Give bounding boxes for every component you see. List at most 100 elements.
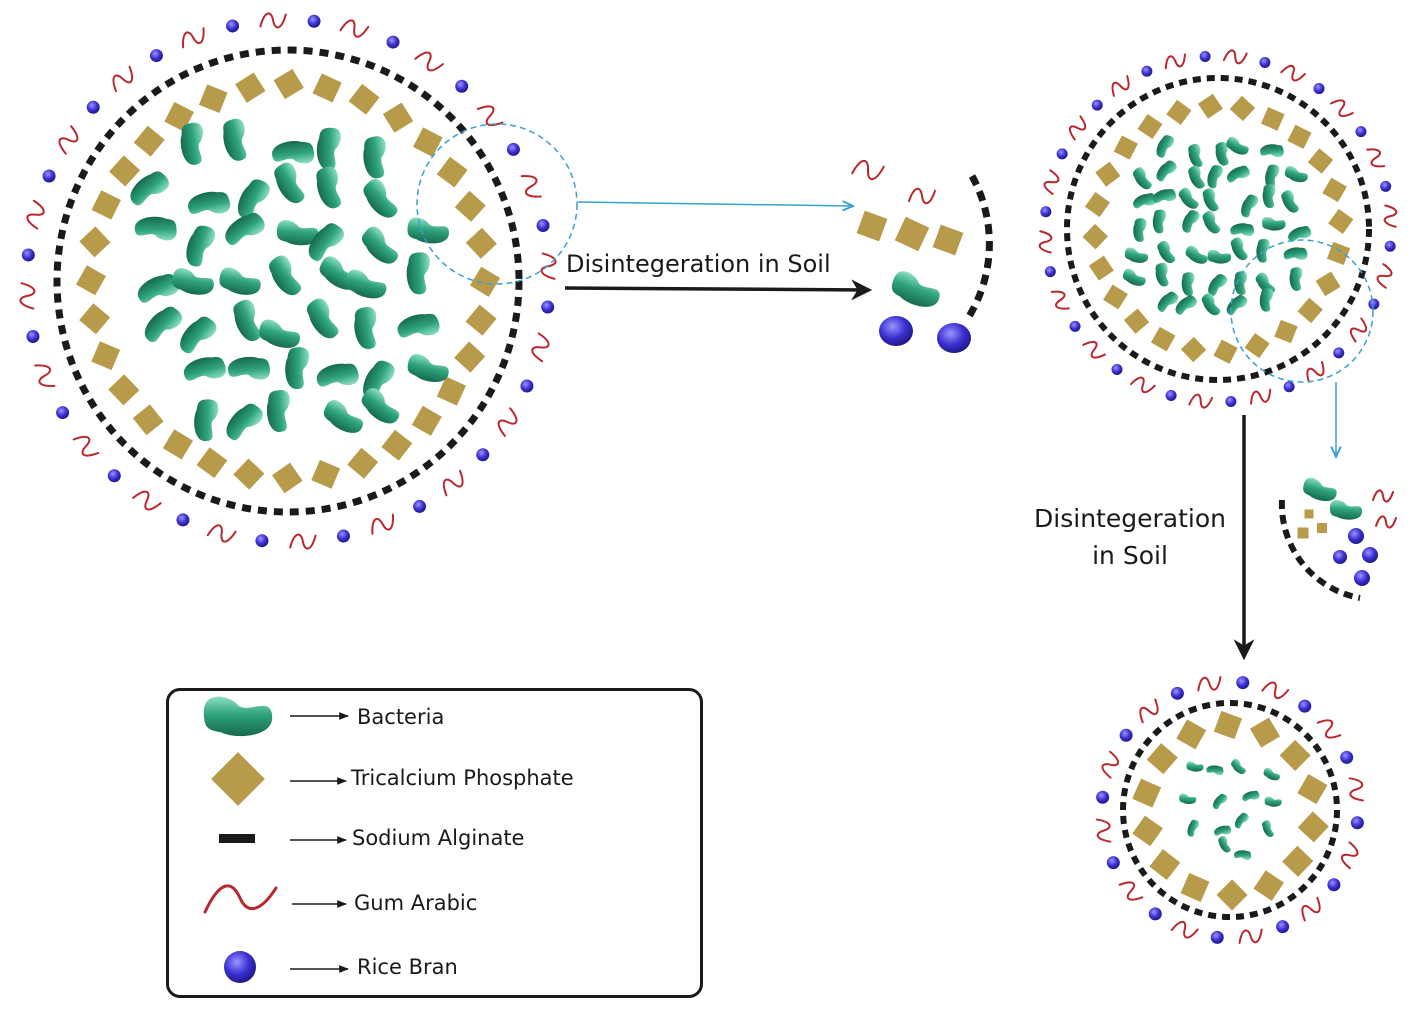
bacteria-icon bbox=[363, 136, 386, 179]
bacteria-icon bbox=[134, 216, 177, 241]
diamond-icon bbox=[1213, 710, 1243, 740]
wave-icon bbox=[1301, 896, 1321, 922]
sphere-icon bbox=[1096, 790, 1110, 804]
bacteria-icon bbox=[1218, 836, 1231, 853]
sphere-icon bbox=[536, 219, 550, 233]
bacteria-icon bbox=[1207, 165, 1223, 189]
diamond-icon bbox=[1113, 135, 1138, 160]
sphere-icon bbox=[1225, 396, 1237, 408]
diamond-icon bbox=[273, 68, 304, 100]
bacteria-icon bbox=[137, 274, 179, 303]
sphere-icon bbox=[149, 49, 163, 63]
bacteria-icon bbox=[1230, 237, 1248, 261]
diamond-icon bbox=[1304, 509, 1314, 519]
wave-icon bbox=[112, 65, 134, 93]
sphere-icon bbox=[1298, 699, 1312, 713]
diamond-icon bbox=[1326, 241, 1351, 266]
disintegration-label-main: Disintegeration in Soil bbox=[566, 250, 831, 278]
wave-icon bbox=[851, 159, 885, 181]
wave-icon bbox=[19, 282, 36, 310]
wave-icon bbox=[206, 524, 237, 543]
bacteria-icon bbox=[1230, 223, 1254, 237]
wave-icon bbox=[34, 364, 56, 387]
sphere-icon bbox=[1350, 816, 1364, 830]
bacteria-icon bbox=[1265, 164, 1280, 189]
sphere-icon bbox=[541, 300, 555, 314]
bacteria-icon bbox=[194, 399, 219, 442]
bacteria-icon bbox=[144, 306, 183, 343]
wave-icon bbox=[289, 533, 317, 550]
sphere-icon bbox=[42, 169, 56, 183]
diamond-icon bbox=[108, 374, 140, 406]
sphere-icon bbox=[1276, 920, 1290, 934]
wave-icon bbox=[1050, 290, 1070, 310]
wave-icon bbox=[1164, 53, 1186, 70]
diamond-icon bbox=[91, 190, 122, 220]
sphere-icon bbox=[21, 248, 35, 262]
bacteria-icon bbox=[345, 269, 387, 299]
sphere-icon bbox=[1340, 750, 1354, 764]
bacteria-icon bbox=[891, 271, 940, 307]
bacteria-icon bbox=[1281, 190, 1299, 213]
wave-icon bbox=[520, 175, 542, 198]
wave-icon bbox=[476, 105, 504, 127]
large-bead bbox=[19, 12, 557, 550]
wave-icon bbox=[259, 12, 287, 29]
disintegration-label-line1: Disintegeration bbox=[1034, 504, 1226, 533]
bacteria-icon bbox=[1175, 295, 1198, 315]
bacteria-icon bbox=[225, 212, 265, 246]
diamond-icon bbox=[347, 447, 379, 479]
bacteria-icon bbox=[188, 191, 231, 214]
bacteria-icon bbox=[1124, 247, 1149, 263]
wave-icon bbox=[1280, 64, 1306, 82]
diamond-icon bbox=[1180, 872, 1210, 902]
diamond-icon bbox=[454, 190, 486, 222]
sphere-icon bbox=[1327, 878, 1341, 892]
bacteria-icon bbox=[1288, 225, 1312, 242]
bacteria-icon bbox=[1202, 211, 1221, 234]
bacteria-icon bbox=[1283, 247, 1308, 260]
diamond-icon bbox=[1279, 739, 1311, 771]
diamond-icon bbox=[1180, 336, 1207, 363]
wave-icon bbox=[203, 884, 278, 914]
bacteria-icon bbox=[1122, 268, 1146, 286]
bacteria-icon bbox=[354, 307, 377, 349]
diamond-icon bbox=[469, 266, 501, 297]
dash-icon bbox=[219, 834, 255, 843]
diamond-icon bbox=[79, 226, 111, 258]
wave-icon bbox=[1101, 750, 1120, 779]
bacteria-icon bbox=[1157, 291, 1179, 312]
zoom-circle-large bbox=[416, 123, 578, 285]
diamond-icon bbox=[1123, 308, 1150, 334]
bacteria-icon bbox=[1263, 767, 1281, 781]
alginate-fragment bbox=[965, 174, 993, 320]
bacteria-icon bbox=[1156, 135, 1175, 158]
bacteria-icon bbox=[1259, 288, 1274, 312]
diamond-icon bbox=[1176, 719, 1207, 750]
diamond-icon bbox=[1103, 284, 1128, 310]
diamond-icon bbox=[1095, 161, 1121, 187]
bacteria-icon bbox=[266, 390, 290, 433]
bacteria-icon bbox=[226, 403, 263, 441]
diamond-icon bbox=[1132, 778, 1162, 808]
bacteria-icon bbox=[1260, 144, 1284, 158]
diamond-icon bbox=[233, 458, 265, 490]
sphere-icon bbox=[1040, 206, 1052, 218]
wave-icon bbox=[371, 513, 394, 535]
bacteria-icon bbox=[1133, 193, 1157, 209]
alginate-fragment bbox=[1278, 499, 1361, 601]
sphere-icon bbox=[1333, 550, 1347, 564]
bacteria-icon bbox=[1234, 271, 1248, 295]
wave-icon bbox=[1366, 148, 1386, 168]
sphere-icon bbox=[1148, 907, 1162, 921]
bacteria-icon bbox=[1242, 790, 1260, 802]
diamond-icon bbox=[198, 84, 228, 114]
diamond-icon bbox=[1137, 113, 1163, 139]
bacteria-icon bbox=[1186, 761, 1204, 772]
wave-icon bbox=[1261, 681, 1290, 700]
bacteria-icon bbox=[316, 363, 359, 387]
wave-icon bbox=[442, 469, 464, 497]
diamond-icon bbox=[1287, 124, 1312, 149]
bacteria-icon bbox=[406, 252, 430, 295]
diamond-icon bbox=[1322, 177, 1347, 203]
